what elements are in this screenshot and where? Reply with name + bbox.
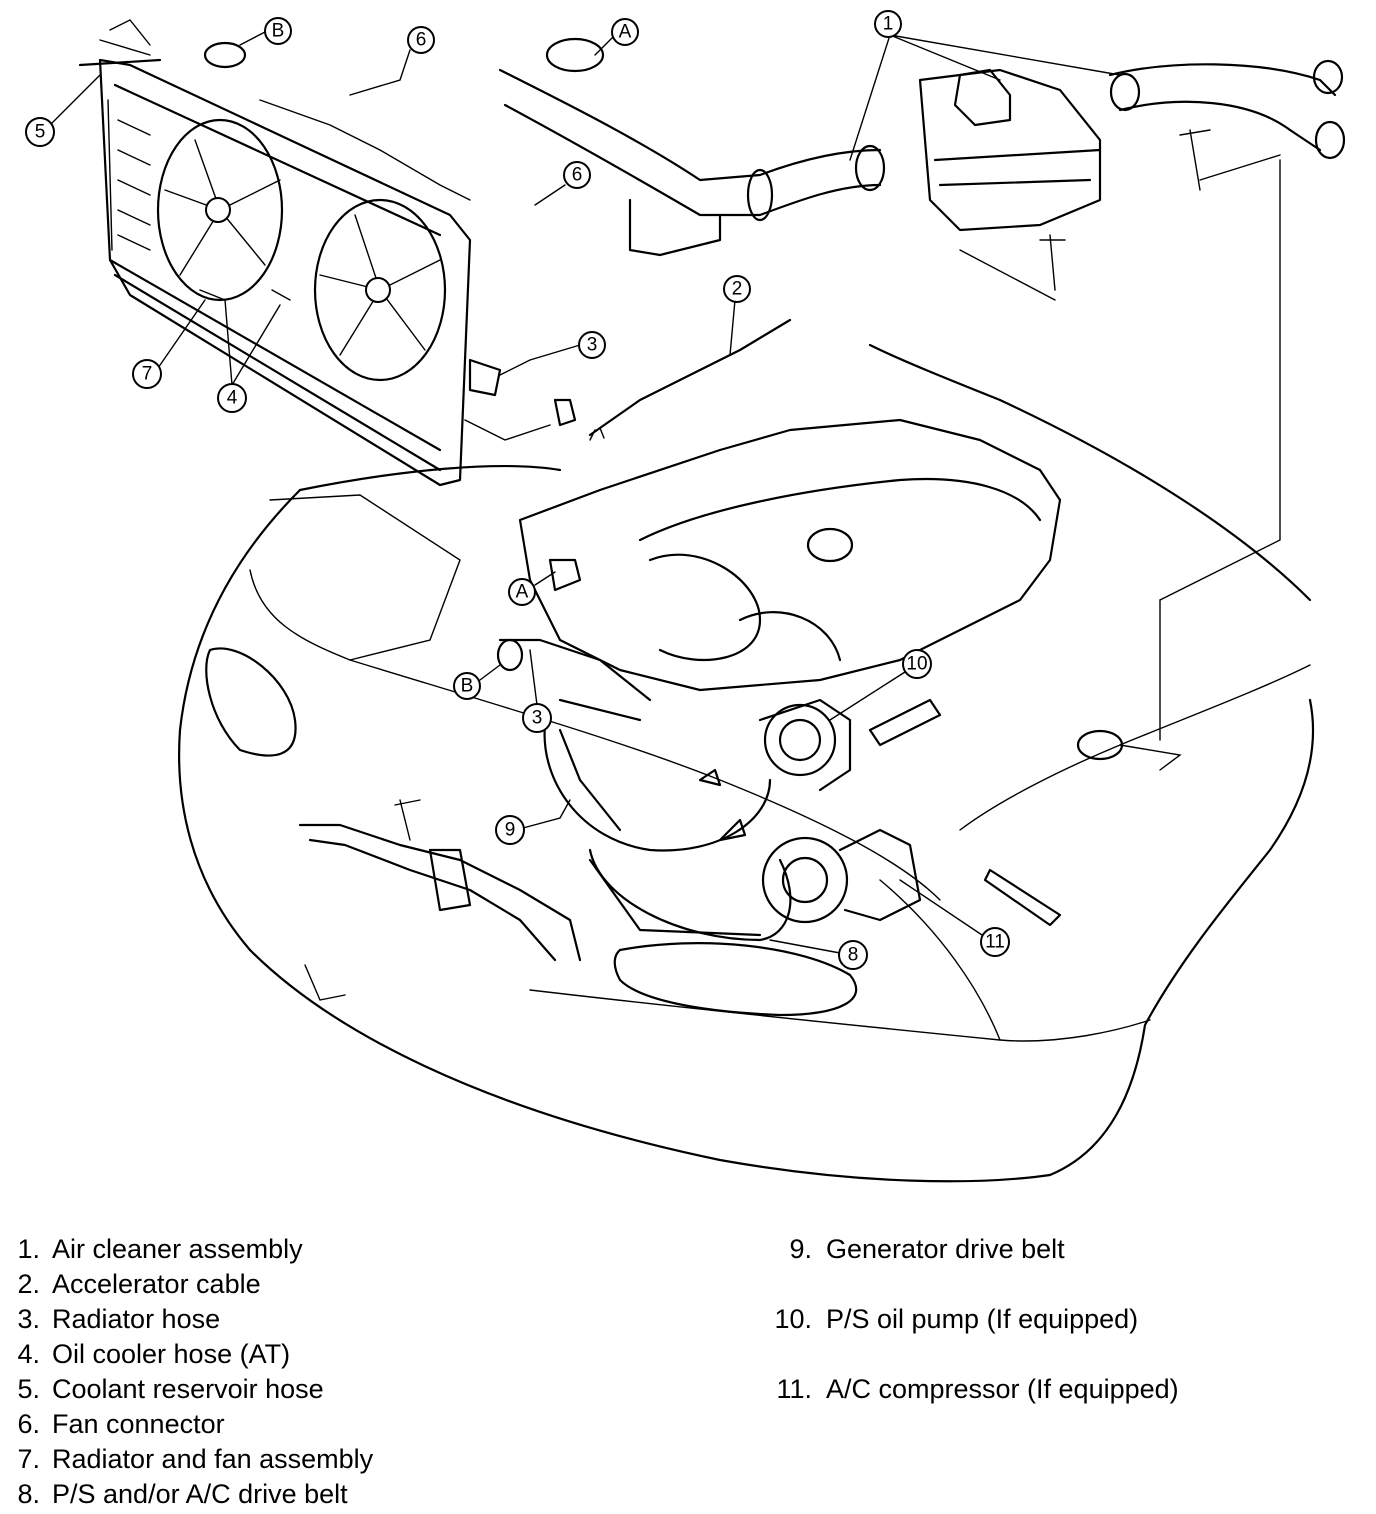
callout-B-low: B: [453, 664, 501, 700]
legend-item: 4.Oil cooler hose (AT): [17, 1339, 291, 1369]
callout-A-top: A: [594, 18, 639, 56]
legend-item: 6.Fan connector: [17, 1409, 225, 1439]
legend-item: 5.Coolant reservoir hose: [17, 1374, 324, 1404]
callout-5: 5: [25, 74, 101, 147]
callout-6a: 6: [349, 26, 435, 96]
callout-11: 11: [899, 879, 1010, 957]
legend-spacer: [770, 1267, 1179, 1302]
callouts: A B 1 5 6 6 2 3: [25, 10, 1121, 970]
svg-text:3: 3: [532, 708, 543, 729]
svg-text:4: 4: [227, 388, 238, 409]
svg-text:6: 6: [416, 30, 427, 51]
car-body: [178, 343, 1315, 1183]
legend-item: 1.Air cleaner assembly: [17, 1234, 303, 1264]
callout-3a: 3: [499, 331, 606, 376]
legend-left: 1.Air cleaner assembly 2.Accelerator cab…: [4, 1232, 373, 1512]
callout-3b: 3: [522, 649, 552, 733]
callout-1: 1: [849, 10, 1121, 161]
svg-text:10: 10: [906, 654, 927, 675]
svg-text:9: 9: [505, 820, 516, 841]
callout-10: 10: [829, 649, 932, 721]
legend-right: 9.Generator drive belt 10.P/S oil pump (…: [770, 1232, 1179, 1407]
hoses-cables: [298, 159, 1281, 962]
callout-B-top: B: [239, 17, 292, 46]
svg-text:3: 3: [587, 335, 598, 356]
callout-2: 2: [723, 275, 751, 356]
svg-text:11: 11: [985, 932, 1005, 953]
legend-item: 8.P/S and/or A/C drive belt: [17, 1479, 348, 1509]
svg-text:A: A: [516, 582, 529, 603]
svg-text:8: 8: [848, 945, 859, 966]
svg-text:5: 5: [35, 122, 46, 143]
svg-text:2: 2: [732, 279, 743, 300]
legend-item: 3.Radiator hose: [17, 1304, 221, 1334]
legend-spacer: [770, 1337, 1179, 1372]
legend-item: 11.A/C compressor (If equipped): [776, 1374, 1179, 1404]
svg-text:7: 7: [142, 364, 153, 385]
legend-item: 10.P/S oil pump (If equipped): [774, 1304, 1139, 1334]
legend-item: 2.Accelerator cable: [17, 1269, 261, 1299]
svg-text:6: 6: [572, 165, 583, 186]
callout-9: 9: [495, 799, 571, 845]
callout-A-low: A: [508, 571, 556, 606]
air-intake: [498, 37, 1346, 301]
legend-item: 7.Radiator and fan assembly: [17, 1444, 374, 1474]
legend-item: 9.Generator drive belt: [789, 1234, 1065, 1264]
svg-text:A: A: [619, 22, 632, 43]
callout-6b: 6: [534, 161, 591, 206]
exploded-diagram: A B 1 5 6 6 2 3: [25, 10, 1346, 1183]
callout-4: 4: [217, 299, 281, 413]
callout-8: 8: [769, 939, 868, 970]
svg-text:B: B: [461, 676, 474, 697]
svg-text:B: B: [272, 21, 285, 42]
engine: [496, 418, 1062, 942]
radiator-fan-assembly: [78, 19, 502, 487]
svg-text:1: 1: [883, 14, 894, 35]
callout-7: 7: [132, 299, 206, 389]
